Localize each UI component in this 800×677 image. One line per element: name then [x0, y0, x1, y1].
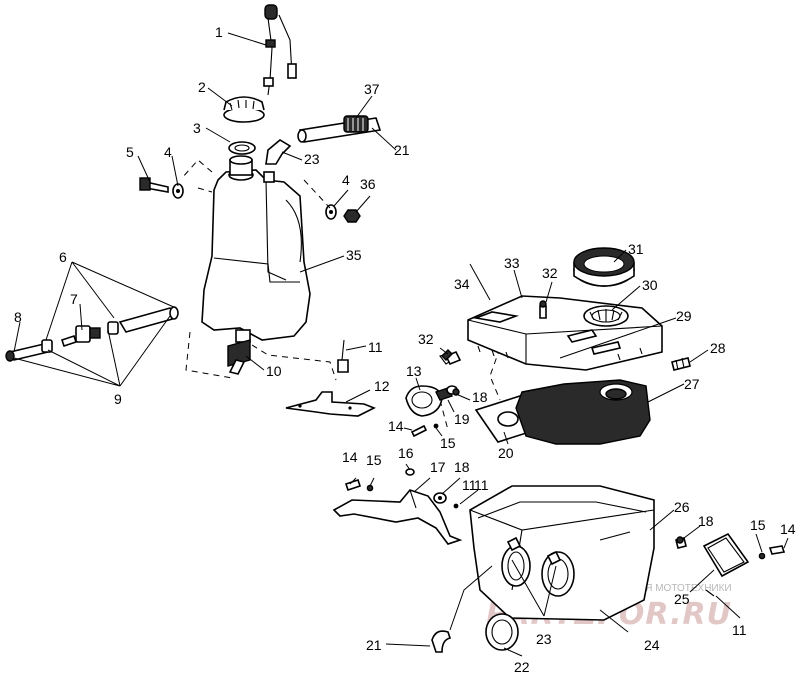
callout-14-c: 14 [780, 521, 796, 537]
callout-19: 19 [454, 411, 470, 427]
callout-4-right: 4 [342, 172, 350, 188]
callout-36: 36 [360, 176, 376, 192]
leader-lines [13, 32, 789, 657]
callout-11-b: 11 [474, 477, 489, 493]
callout-34: 34 [454, 276, 470, 292]
callout-37: 37 [364, 81, 380, 97]
vent-fitting [265, 139, 292, 165]
callout-18-c: 18 [698, 513, 714, 529]
callout-15-c: 15 [750, 517, 766, 533]
bracket-fasteners [344, 468, 459, 509]
fuel-valve [227, 329, 251, 375]
callout-10: 10 [266, 363, 282, 379]
callout-32-b: 32 [418, 331, 434, 347]
cover-plate [702, 532, 750, 578]
callout-9: 9 [114, 391, 122, 407]
fuel-line-assembly [5, 306, 179, 362]
callout-11-d: 11 [462, 477, 477, 493]
callout-26: 26 [674, 499, 690, 515]
callout-30: 30 [642, 277, 658, 293]
callout-14-a: 14 [388, 418, 404, 434]
callout-20: 20 [498, 445, 514, 461]
callout-16: 16 [398, 445, 414, 461]
callout-23-top: 23 [304, 151, 320, 167]
airbox [469, 485, 655, 621]
drain-plug [671, 357, 691, 371]
callout-24: 24 [644, 637, 660, 653]
callout-4: 4 [164, 144, 172, 160]
callout-2: 2 [198, 79, 206, 95]
callout-22: 22 [514, 659, 530, 675]
fuel-gauge-sender [263, 4, 297, 96]
callout-labels: 1 2 3 4 4 5 6 7 8 9 10 11 11 11 11 12 13… [14, 24, 796, 675]
airbox-mount-bracket [332, 489, 463, 545]
callout-27: 27 [684, 376, 700, 392]
callout-8: 8 [14, 309, 22, 325]
tank-mount-bolt [139, 177, 184, 199]
lid-screw [539, 300, 547, 319]
cover-fasteners [675, 536, 786, 597]
callout-29: 29 [676, 308, 692, 324]
callout-33: 33 [504, 255, 520, 271]
callout-25: 25 [674, 591, 690, 607]
fuel-tank [201, 155, 311, 341]
callout-18-a: 18 [472, 389, 488, 405]
callout-15-b: 15 [366, 452, 382, 468]
intake-boot [485, 613, 519, 651]
callout-18-b: 18 [454, 459, 470, 475]
callout-31: 31 [628, 241, 644, 257]
callout-14-b: 14 [342, 449, 358, 465]
hidden-lines [181, 159, 501, 431]
callout-7: 7 [70, 291, 78, 307]
callout-6: 6 [59, 249, 67, 265]
callout-1: 1 [215, 24, 223, 40]
vent-hose [297, 115, 382, 143]
callout-3: 3 [193, 120, 201, 136]
callout-15-a: 15 [440, 435, 456, 451]
foam-filter [573, 247, 635, 287]
filter-ring [583, 305, 629, 327]
callout-13: 13 [406, 363, 422, 379]
callout-12: 12 [374, 378, 390, 394]
air-filter-element [515, 379, 651, 445]
drain-hose [431, 630, 452, 653]
callout-21-bottom: 21 [366, 637, 382, 653]
fuel-cap [223, 96, 265, 123]
cap-gasket [228, 141, 256, 155]
callout-21-top: 21 [394, 142, 410, 158]
callout-17: 17 [430, 459, 446, 475]
callout-5: 5 [126, 144, 134, 160]
callout-32-a: 32 [542, 265, 558, 281]
callout-35: 35 [346, 247, 362, 263]
pump-screw [410, 423, 439, 438]
tank-mount-nut [325, 204, 361, 223]
callout-11-a: 11 [368, 339, 383, 355]
callout-11-c: 11 [732, 622, 747, 638]
callout-28: 28 [710, 340, 726, 356]
callout-23-bottom: 23 [536, 631, 552, 647]
fuel-line-clip [337, 339, 349, 373]
tank-bracket [285, 391, 376, 417]
